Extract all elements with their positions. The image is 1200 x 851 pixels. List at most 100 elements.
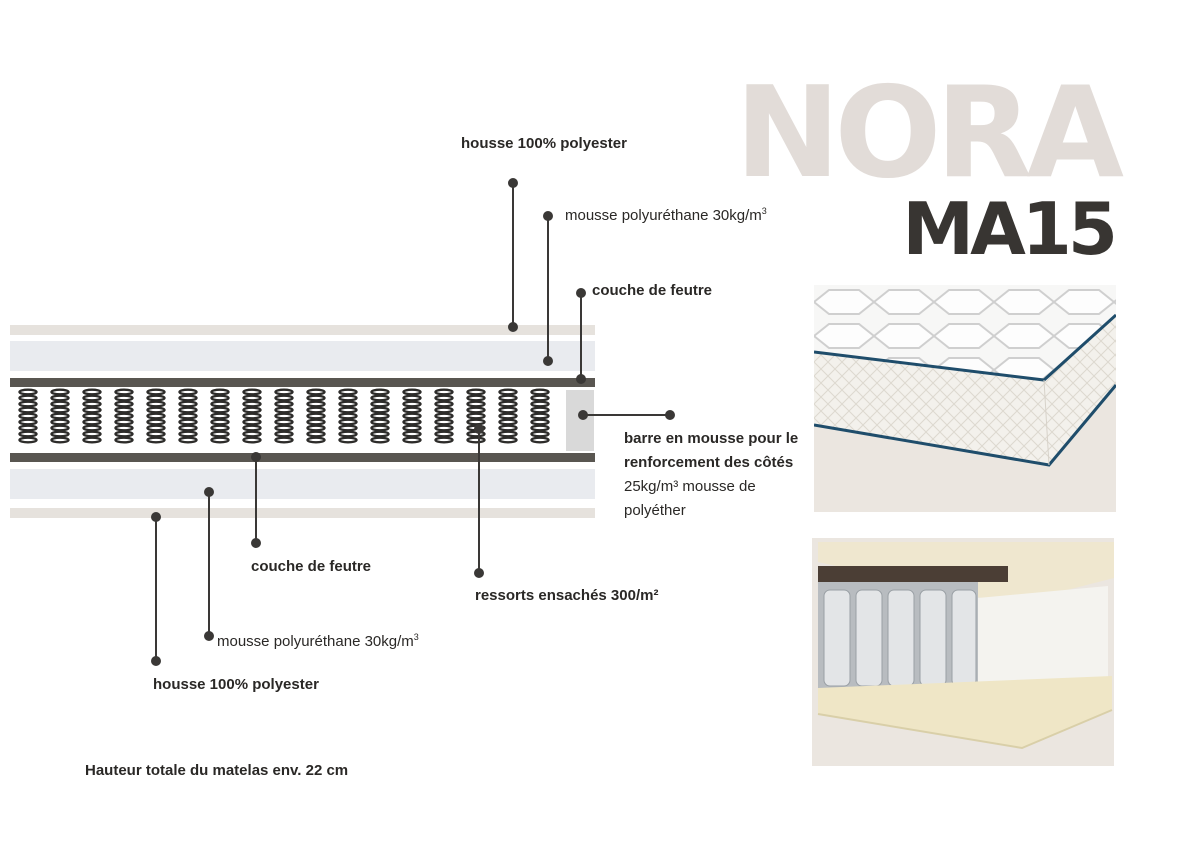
spring-coil [242, 388, 262, 396]
spring-coil [370, 412, 390, 420]
pocket-spring [338, 388, 358, 444]
spring-coil [210, 412, 230, 420]
leader-top-foam [543, 211, 553, 366]
label-side-bar-line1: barre en mousse pour le [624, 430, 799, 447]
pocket-spring [146, 388, 166, 444]
spring-coil [242, 430, 262, 438]
spring-coil [178, 424, 198, 432]
spring-coil [146, 430, 166, 438]
pocket-spring [498, 388, 518, 444]
spring-coil [18, 418, 38, 426]
label-side-bar-line4: polyéther [624, 502, 686, 519]
spring-coil [498, 406, 518, 414]
spring-coil [50, 388, 70, 396]
leader-bottom-felt [251, 452, 261, 548]
spring-coil [50, 406, 70, 414]
spring-coil [498, 436, 518, 444]
label-bottom-cover: housse 100% polyester [153, 676, 319, 693]
spring-coil [530, 424, 550, 432]
spring-coil [114, 388, 134, 396]
spring-coil [466, 412, 486, 420]
leader-bottom-foam [204, 487, 214, 641]
pocket-spring [82, 388, 102, 444]
spring-coil [370, 394, 390, 402]
spring-coil [242, 424, 262, 432]
spring-coil [242, 436, 262, 444]
spring-coil [210, 406, 230, 414]
spring-coil [498, 418, 518, 426]
top-felt-layer [10, 378, 595, 387]
spring-coil [114, 418, 134, 426]
bottom-felt-layer [10, 453, 595, 462]
spring-coil [274, 424, 294, 432]
spring-coil [498, 430, 518, 438]
spring-coil [210, 388, 230, 396]
spring-coil [434, 400, 454, 408]
spring-coil [210, 418, 230, 426]
label-side-bar-line3: 25kg/m³ mousse de [624, 478, 756, 495]
spring-coil [274, 400, 294, 408]
pocket-spring [434, 388, 454, 444]
spring-coil [146, 418, 166, 426]
spring-coil [274, 412, 294, 420]
spring-coil [146, 424, 166, 432]
spring-coil [434, 412, 454, 420]
spring-coil [210, 424, 230, 432]
spring-coil [50, 424, 70, 432]
spring-coil [530, 394, 550, 402]
spring-coil [82, 400, 102, 408]
spring-coil [306, 436, 326, 444]
spring-coil [178, 406, 198, 414]
spring-coil [370, 406, 390, 414]
spring-coil [146, 400, 166, 408]
spring-coil [370, 388, 390, 396]
label-top-foam-sup: 3 [761, 206, 767, 216]
spring-coil [18, 436, 38, 444]
pocket-spring [210, 388, 230, 444]
spring-coil [370, 436, 390, 444]
spring-coil [114, 400, 134, 408]
spring-coil [82, 430, 102, 438]
spring-coil [466, 394, 486, 402]
spring-coil [274, 430, 294, 438]
label-bottom-felt: couche de feutre [251, 558, 372, 575]
spring-coil [306, 418, 326, 426]
spring-coil [338, 406, 358, 414]
spring-coil [434, 424, 454, 432]
spring-coil [402, 436, 422, 444]
spring-coil [242, 412, 262, 420]
spring-coil [210, 436, 230, 444]
spring-coil [498, 388, 518, 396]
pocket-spring [242, 388, 262, 444]
spring-coil [178, 412, 198, 420]
spring-coil [178, 394, 198, 402]
spring-coil [306, 430, 326, 438]
spring-coil [18, 412, 38, 420]
spring-coil [114, 436, 134, 444]
spring-coil [18, 388, 38, 396]
height-note: Hauteur totale du matelas env. 22 cm [85, 762, 349, 779]
spring-coil [370, 424, 390, 432]
spring-coil [338, 388, 358, 396]
spring-coil [370, 400, 390, 408]
spring-coil [338, 418, 358, 426]
spring-coil [434, 418, 454, 426]
spring-coil [498, 394, 518, 402]
spring-coil [338, 400, 358, 408]
spring-coil [466, 406, 486, 414]
spring-coil [82, 424, 102, 432]
pocket-spring [18, 388, 38, 444]
spring-coil [466, 400, 486, 408]
spring-coil [274, 406, 294, 414]
leader-bottom-cover [151, 512, 161, 666]
spring-coil [466, 418, 486, 426]
spring-coil [178, 400, 198, 408]
spring-coil [146, 406, 166, 414]
leader-side-bar [578, 410, 675, 420]
spring-coil [434, 430, 454, 438]
spring-coil [274, 436, 294, 444]
model-title: MA15 [902, 187, 1118, 271]
top-foam-layer [10, 341, 595, 371]
spring-coil [210, 394, 230, 402]
spring-coil [146, 394, 166, 402]
